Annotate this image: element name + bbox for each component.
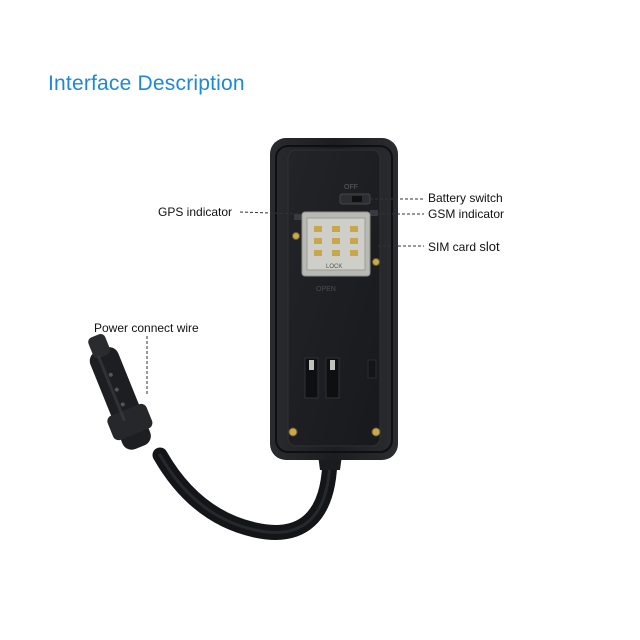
switch-marking: OFF	[344, 184, 358, 191]
screw-left	[288, 427, 298, 437]
gps-indicator-light	[294, 214, 302, 220]
power-connect-wire-label: Power connect wire	[94, 321, 199, 335]
battery-contact-left	[304, 357, 319, 399]
sim-card-slot-label: SIM card slot	[428, 239, 500, 254]
gsm-indicator-light	[370, 210, 378, 216]
sim-card-label-text: SIM card	[428, 240, 477, 254]
screw-right	[371, 427, 381, 437]
sim-card-holder: LOCK	[301, 211, 371, 277]
sim-slot-label-text: slot	[479, 239, 500, 254]
gsm-indicator-label: GSM indicator	[428, 207, 505, 221]
battery-switch-label: Battery switch	[428, 191, 503, 205]
power-cable	[152, 447, 338, 540]
power-connector	[88, 333, 153, 450]
page-title: Interface Description	[48, 72, 245, 95]
sim-holder-marking: LOCK	[326, 264, 342, 270]
gps-indicator-leader	[239, 211, 301, 215]
gps-indicator-label: GPS indicator	[158, 205, 233, 219]
slot-marking: OPEN	[316, 286, 336, 293]
battery-contact-right	[325, 357, 340, 399]
